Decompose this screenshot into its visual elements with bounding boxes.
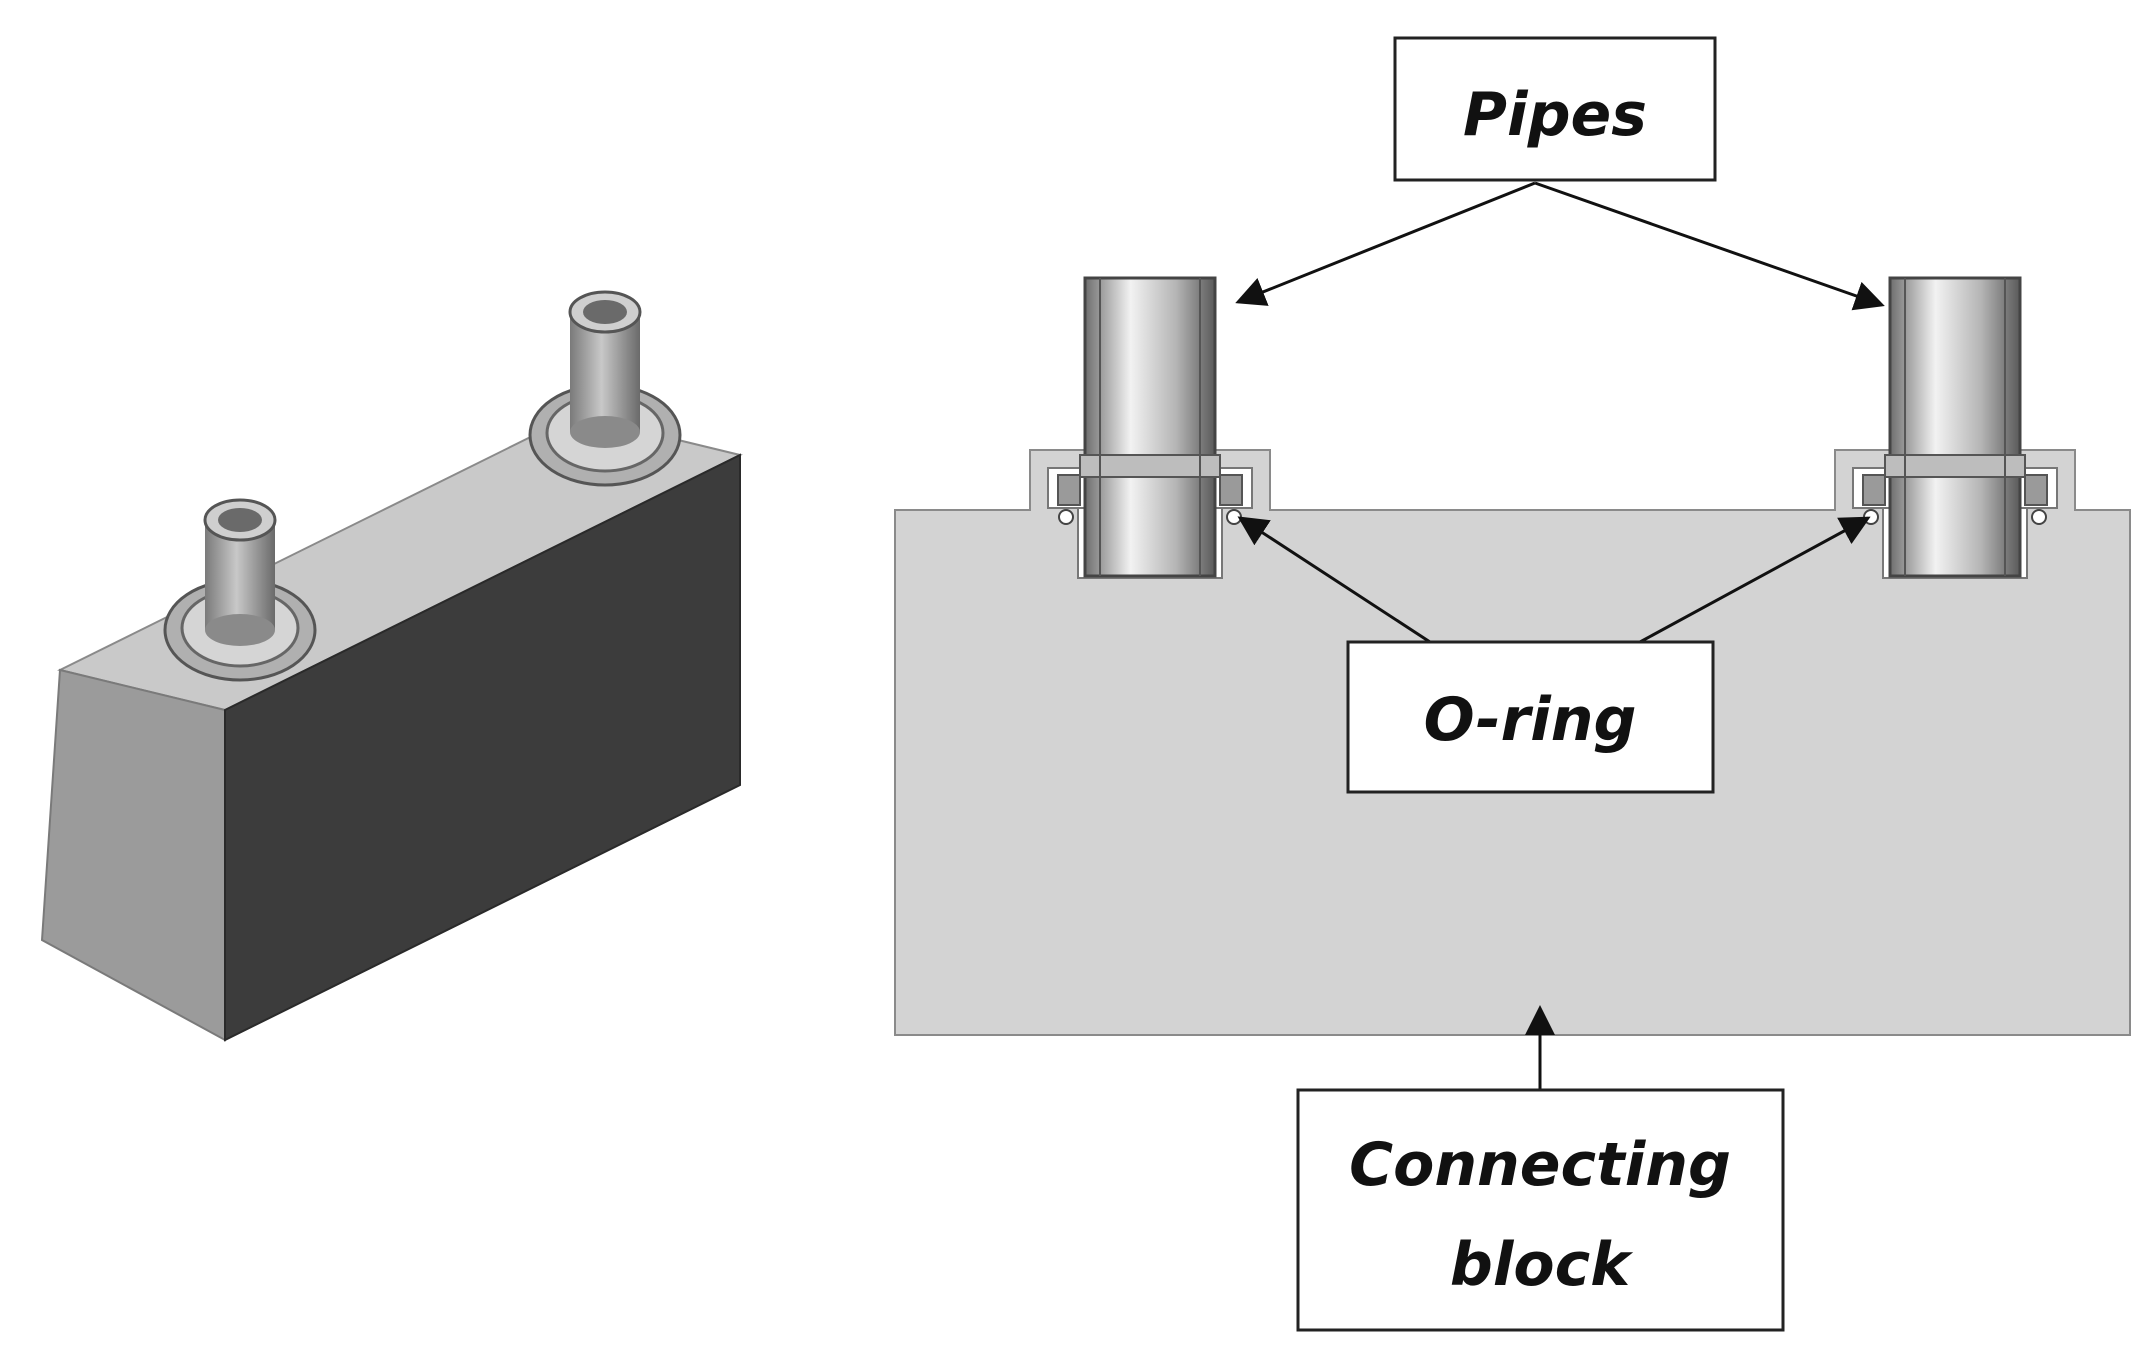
connecting-block-label-line1: Connecting — [1349, 1130, 1731, 1200]
o-ring-left-b — [1226, 509, 1242, 525]
oring-label: O-ring — [1424, 685, 1637, 755]
pipes-label: Pipes — [1463, 80, 1647, 150]
connecting-block-label-line2: block — [1450, 1230, 1633, 1300]
connecting-block-label-box: Connecting block — [1296, 1088, 1785, 1332]
left-pipe-section — [1047, 276, 1253, 579]
iso-pipe-right — [528, 290, 682, 487]
iso-pipe-left — [163, 498, 317, 682]
oring-arrow-left — [1237, 516, 1431, 644]
o-ring-right-a — [1863, 509, 1879, 525]
o-ring-right-b — [2031, 509, 2047, 525]
iso-block-front-face — [224, 453, 741, 1042]
section-view: Pipes O-ring Connecting block — [894, 36, 2131, 1332]
oring-label-box: O-ring — [1346, 640, 1715, 794]
pipes-label-box: Pipes — [1393, 36, 1717, 182]
isometric-view — [40, 290, 743, 1042]
oring-arrow-right — [1639, 516, 1871, 644]
pipe-right — [1888, 276, 2022, 578]
right-pipe-section — [1852, 276, 2058, 579]
pipe-left — [1083, 276, 1217, 578]
o-ring-left-a — [1058, 509, 1074, 525]
pipes-arrow-left — [1235, 181, 1536, 306]
callout-arrows — [1235, 181, 1885, 1090]
iso-block-side-face — [40, 668, 226, 1042]
pipes-arrow-right — [1534, 181, 1885, 311]
